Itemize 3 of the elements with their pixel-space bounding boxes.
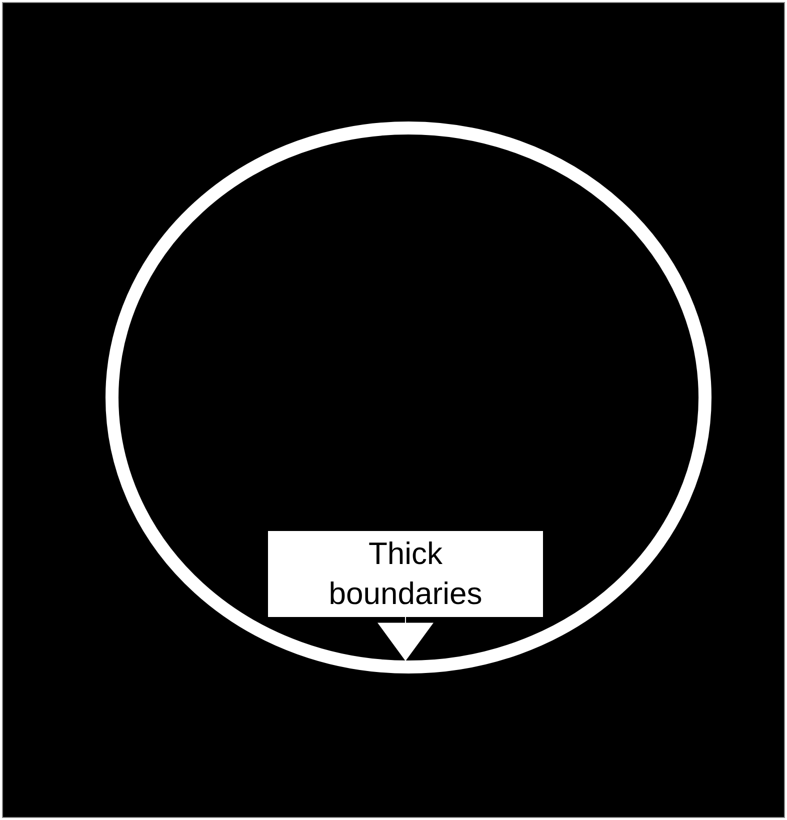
arrow xyxy=(378,616,434,662)
callout-box: Thick boundaries xyxy=(268,531,543,617)
ring-outline xyxy=(105,121,712,674)
